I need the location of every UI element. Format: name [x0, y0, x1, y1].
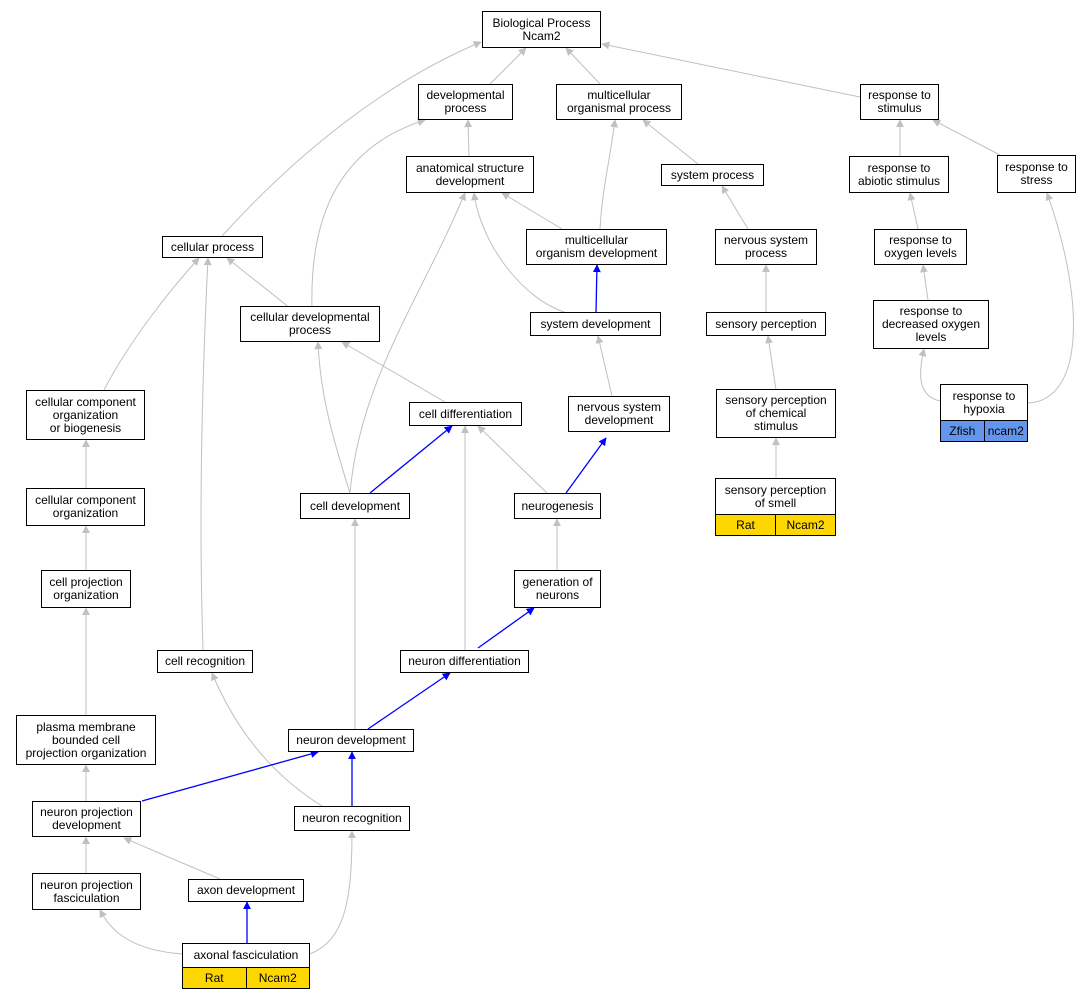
edge [565, 47, 601, 85]
go-node-response-to-decreased-oxygen-levels[interactable]: response to decreased oxygen levels [873, 300, 989, 349]
edge [489, 47, 527, 85]
gene-cell: Ncam2 [245, 968, 310, 988]
edge [200, 257, 212, 651]
edge [314, 341, 351, 494]
edge [477, 425, 548, 494]
go-node-developmental-process[interactable]: developmental process [418, 84, 513, 120]
edge [920, 264, 929, 301]
go-node-system-process[interactable]: system process [661, 164, 764, 186]
annotation-row: Zfish ncam2 [941, 420, 1027, 441]
go-node-axon-development[interactable]: axon development [188, 879, 304, 902]
edge [1027, 192, 1074, 404]
edge [99, 909, 183, 955]
edge [221, 41, 482, 237]
edge [918, 348, 941, 402]
gene-cell: Ncam2 [775, 515, 835, 535]
go-node-cell-recognition[interactable]: cell recognition [157, 650, 253, 673]
edge [601, 41, 861, 98]
edge [349, 192, 466, 494]
go-node-nervous-system-process[interactable]: nervous system process [715, 229, 817, 265]
highlight-edge [477, 607, 535, 649]
go-node-multicellular-organismal-process[interactable]: multicellular organismal process [556, 84, 682, 120]
edge [211, 672, 323, 807]
go-node-response-to-stimulus[interactable]: response to stimulus [860, 84, 939, 120]
edge [103, 257, 200, 391]
edge [595, 335, 613, 397]
edge [470, 192, 571, 315]
highlight-edge [367, 672, 451, 730]
edge [226, 257, 291, 309]
go-node-generation-of-neurons[interactable]: generation of neurons [514, 570, 601, 608]
go-node-neuron-differentiation[interactable]: neuron differentiation [400, 650, 529, 673]
edge [932, 119, 1001, 156]
go-node-cellular-developmental-process[interactable]: cellular developmental process [240, 306, 380, 342]
go-node-response-to-hypoxia[interactable]: response to hypoxia Zfish ncam2 [940, 384, 1028, 442]
species-cell: Zfish [949, 423, 976, 438]
go-node-response-to-oxygen-levels[interactable]: response to oxygen levels [874, 229, 967, 265]
edge [311, 118, 426, 309]
edge [309, 830, 356, 955]
highlight-edge [369, 425, 453, 494]
go-node-cellular-process[interactable]: cellular process [162, 236, 263, 258]
go-node-cell-projection-organization[interactable]: cell projection organization [41, 570, 131, 608]
go-node-cellular-component-organization-or-biogenesis[interactable]: cellular component organization or bioge… [26, 390, 145, 440]
highlight-edge [141, 750, 319, 802]
go-node-axonal-fasciculation[interactable]: axonal fasciculation Rat Ncam2 [182, 943, 310, 989]
go-node-sensory-perception[interactable]: sensory perception [706, 312, 826, 336]
species-cell: Rat [736, 517, 755, 532]
go-node-neuron-development[interactable]: neuron development [288, 729, 414, 752]
edge [123, 837, 221, 880]
edge [501, 192, 563, 230]
edge [907, 192, 919, 230]
highlight-edge [565, 437, 607, 494]
go-node-anatomical-structure-development[interactable]: anatomical structure development [406, 156, 534, 193]
go-node-neuron-projection-development[interactable]: neuron projection development [32, 801, 141, 837]
go-node-neurogenesis[interactable]: neurogenesis [514, 493, 601, 519]
go-node-sensory-perception-of-chemical-stimulus[interactable]: sensory perception of chemical stimulus [716, 389, 836, 438]
edge [341, 341, 446, 403]
highlight-edge [592, 264, 601, 313]
edge [721, 185, 749, 230]
go-node-neuron-recognition[interactable]: neuron recognition [294, 806, 410, 831]
annotation-row: Rat Ncam2 [716, 514, 835, 535]
edge [765, 335, 777, 391]
gene-cell: ncam2 [983, 421, 1028, 441]
go-node-system-development[interactable]: system development [530, 312, 661, 336]
species-cell: Rat [204, 970, 224, 985]
go-node-response-to-abiotic-stimulus[interactable]: response to abiotic stimulus [849, 156, 949, 193]
go-node-sensory-perception-of-smell[interactable]: sensory perception of smell Rat Ncam2 [715, 478, 836, 536]
go-node-cell-differentiation[interactable]: cell differentiation [409, 402, 522, 426]
go-node-nervous-system-development[interactable]: nervous system development [568, 396, 670, 432]
annotation-row: Rat Ncam2 [183, 967, 309, 988]
go-node-cellular-component-organization[interactable]: cellular component organization [26, 488, 145, 526]
go-node-plasma-membrane-bounded-cell-projection-organization[interactable]: plasma membrane bounded cell projection … [16, 715, 156, 765]
edge [464, 119, 473, 157]
edge [599, 119, 619, 230]
go-node-neuron-projection-fasciculation[interactable]: neuron projection fasciculation [32, 873, 141, 910]
go-node-multicellular-organism-development[interactable]: multicellular organism development [526, 229, 667, 265]
go-node-cell-development[interactable]: cell development [300, 493, 410, 519]
go-node-response-to-stress[interactable]: response to stress [997, 155, 1076, 193]
go-node-biological-process[interactable]: Biological Process Ncam2 [482, 11, 601, 48]
edge [642, 119, 699, 165]
